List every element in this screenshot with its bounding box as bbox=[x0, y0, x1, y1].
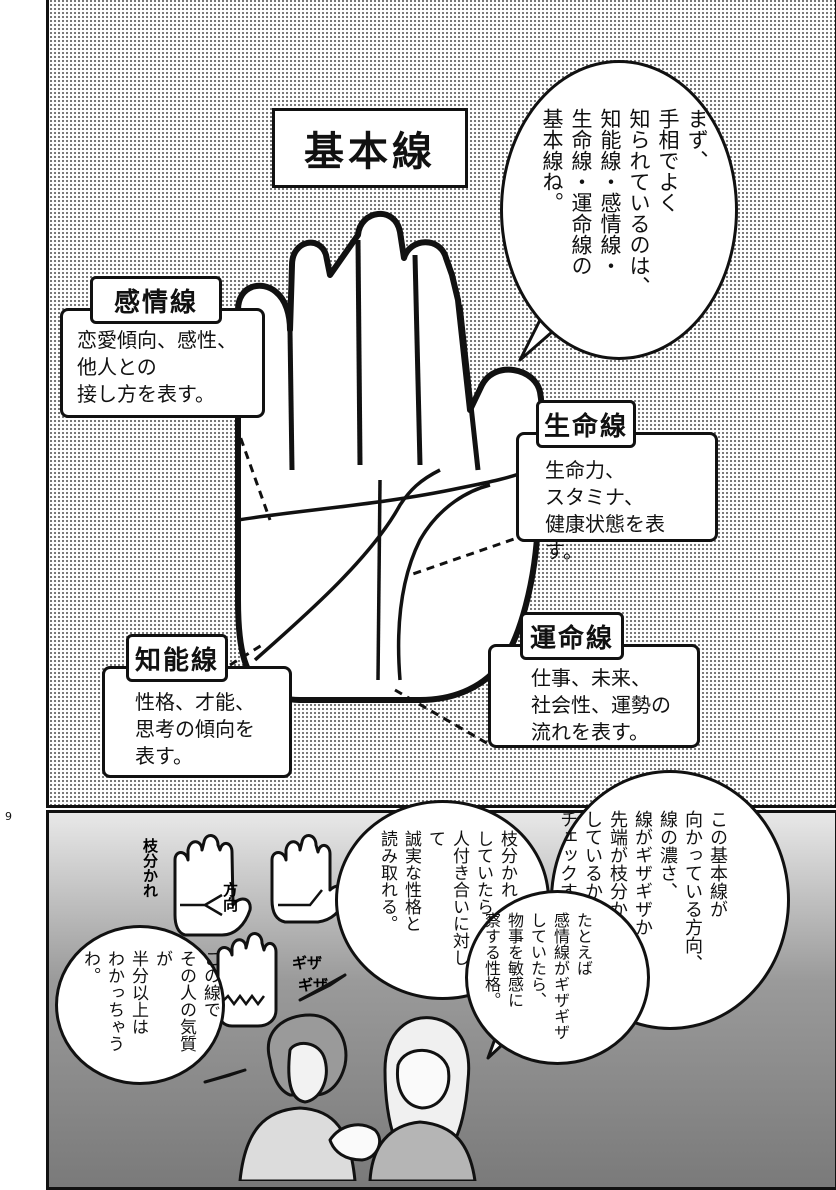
speech-text-example: たとえば 感情線がギザギザ していたら、 物事を敏感に 察する性格。 bbox=[482, 912, 593, 1040]
emotion-line-desc: 恋愛傾向、感性、 他人との 接し方を表す。 bbox=[77, 328, 237, 406]
fate-line-desc: 仕事、未来、 社会性、運勢の 流れを表す。 bbox=[531, 666, 671, 744]
speech-text-branch: 枝分かれ していたら、 人付き合いに対して 誠実な性格と 読み取れる。 bbox=[377, 830, 517, 966]
life-line-desc: 生命力、 スタミナ、 健康状態を表す。 bbox=[545, 458, 665, 563]
direction-label: 方向 bbox=[221, 881, 239, 913]
holding-hands bbox=[328, 1123, 381, 1162]
intro-speech-text: まず、 手相でよく 知られているのは、 知能線・感情線・ 生命線・運命線の 基本… bbox=[540, 108, 709, 297]
branch-label: 枝分かれ bbox=[141, 837, 159, 898]
fate-line-tag: 運命線 bbox=[520, 612, 624, 660]
life-line-desc-box: 生命力、 スタミナ、 健康状態を表す。 bbox=[516, 432, 718, 563]
intellect-line-tag: 知能線 bbox=[126, 634, 228, 682]
fate-line-desc-box: 仕事、未来、 社会性、運勢の 流れを表す。 bbox=[488, 644, 700, 748]
speech-bubble-example bbox=[465, 890, 650, 1065]
jagged-label: ギザ bbox=[292, 954, 322, 972]
speech-text-directions: この基本線が 向かっている方向、 線の濃さ、 線がギザギザか 先端が枝分かれ し… bbox=[557, 810, 728, 972]
intellect-line-desc: 性格、才能、 思考の傾向を 表す。 bbox=[135, 690, 255, 768]
emotion-line-desc-box: 恋愛傾向、感性、 他人との 接し方を表す。 bbox=[60, 308, 265, 418]
page-margin bbox=[0, 0, 46, 1181]
speech-text-temperament: この線で その人の気質が 半分以上は わかっちゃうわ。 bbox=[80, 950, 220, 1052]
speech-bubble-temperament bbox=[55, 925, 225, 1085]
branch-palm-sketch bbox=[173, 834, 252, 937]
page-title: 基本線 bbox=[272, 108, 468, 188]
page-number: 9 bbox=[5, 810, 12, 823]
jagged-palm-sketch bbox=[216, 932, 278, 1028]
intro-speech-bubble bbox=[500, 60, 738, 360]
woman-left-face bbox=[287, 1041, 328, 1104]
emotion-line-tag: 感情線 bbox=[90, 276, 222, 324]
characters bbox=[238, 1013, 477, 1181]
life-line-tag: 生命線 bbox=[536, 400, 636, 448]
direction-palm-sketch bbox=[270, 834, 349, 924]
girl-right-face bbox=[395, 1048, 451, 1110]
